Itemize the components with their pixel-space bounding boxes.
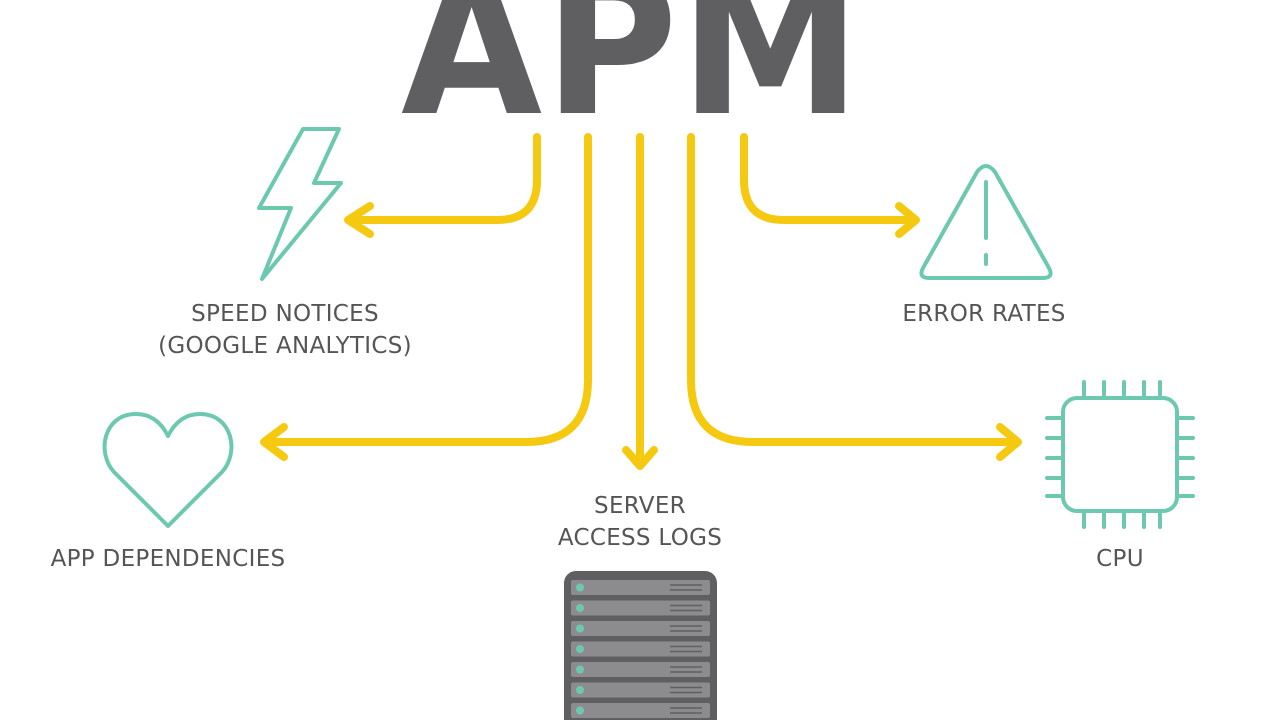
heart-icon <box>102 412 234 528</box>
label-app-dependencies: APP DEPENDENCIES <box>51 543 286 575</box>
label-cpu: CPU <box>1096 543 1144 575</box>
server-slot <box>571 621 710 636</box>
server-slot <box>571 703 710 718</box>
arrow-to-cpu-head <box>996 423 1022 461</box>
arrow-to-server-logs-head <box>622 446 658 470</box>
server-led <box>576 665 584 674</box>
label-error-rates: ERROR RATES <box>902 298 1065 330</box>
label-cpu-line1: CPU <box>1096 546 1144 572</box>
label-speed-notices: SPEED NOTICES (GOOGLE ANALYTICS) <box>158 298 412 362</box>
label-app-dependencies-line1: APP DEPENDENCIES <box>50 546 286 572</box>
server-slot <box>571 580 710 595</box>
arrow-to-app-dependencies-head <box>260 423 288 461</box>
label-server-access-logs: SERVER ACCESS LOGS <box>558 490 722 554</box>
server-led <box>576 583 584 592</box>
apm-title: APM <box>401 0 863 158</box>
label-error-rates-line1: ERROR RATES <box>902 301 1066 327</box>
server-slot <box>571 641 710 657</box>
server-led <box>576 706 584 715</box>
arrow-to-speed-notices <box>351 133 541 224</box>
lightning-bolt-icon <box>257 127 343 281</box>
server-slot <box>571 662 710 677</box>
arrow-to-error-rates-head <box>895 202 920 238</box>
server-led <box>576 686 584 694</box>
label-speed-notices-line2: (GOOGLE ANALYTICS) <box>158 333 412 359</box>
label-speed-notices-line1: SPEED NOTICES <box>191 301 379 327</box>
server-slot <box>571 682 710 698</box>
server-led <box>576 624 584 633</box>
label-server-access-logs-line2: ACCESS LOGS <box>557 525 723 551</box>
arrow-to-cpu <box>687 133 1016 446</box>
server-slot <box>571 600 710 616</box>
label-server-access-logs-line1: SERVER <box>594 493 686 519</box>
server-led <box>576 604 584 612</box>
connector-arrows <box>260 133 1022 470</box>
server-rack-icon <box>564 571 717 725</box>
arrow-to-speed-notices-head <box>344 202 374 238</box>
arrow-to-error-rates <box>740 133 916 224</box>
warning-triangle-icon <box>919 164 1053 280</box>
server-led <box>576 645 584 653</box>
cpu-chip-icon <box>1045 380 1195 529</box>
arrow-to-app-dependencies <box>268 133 592 446</box>
